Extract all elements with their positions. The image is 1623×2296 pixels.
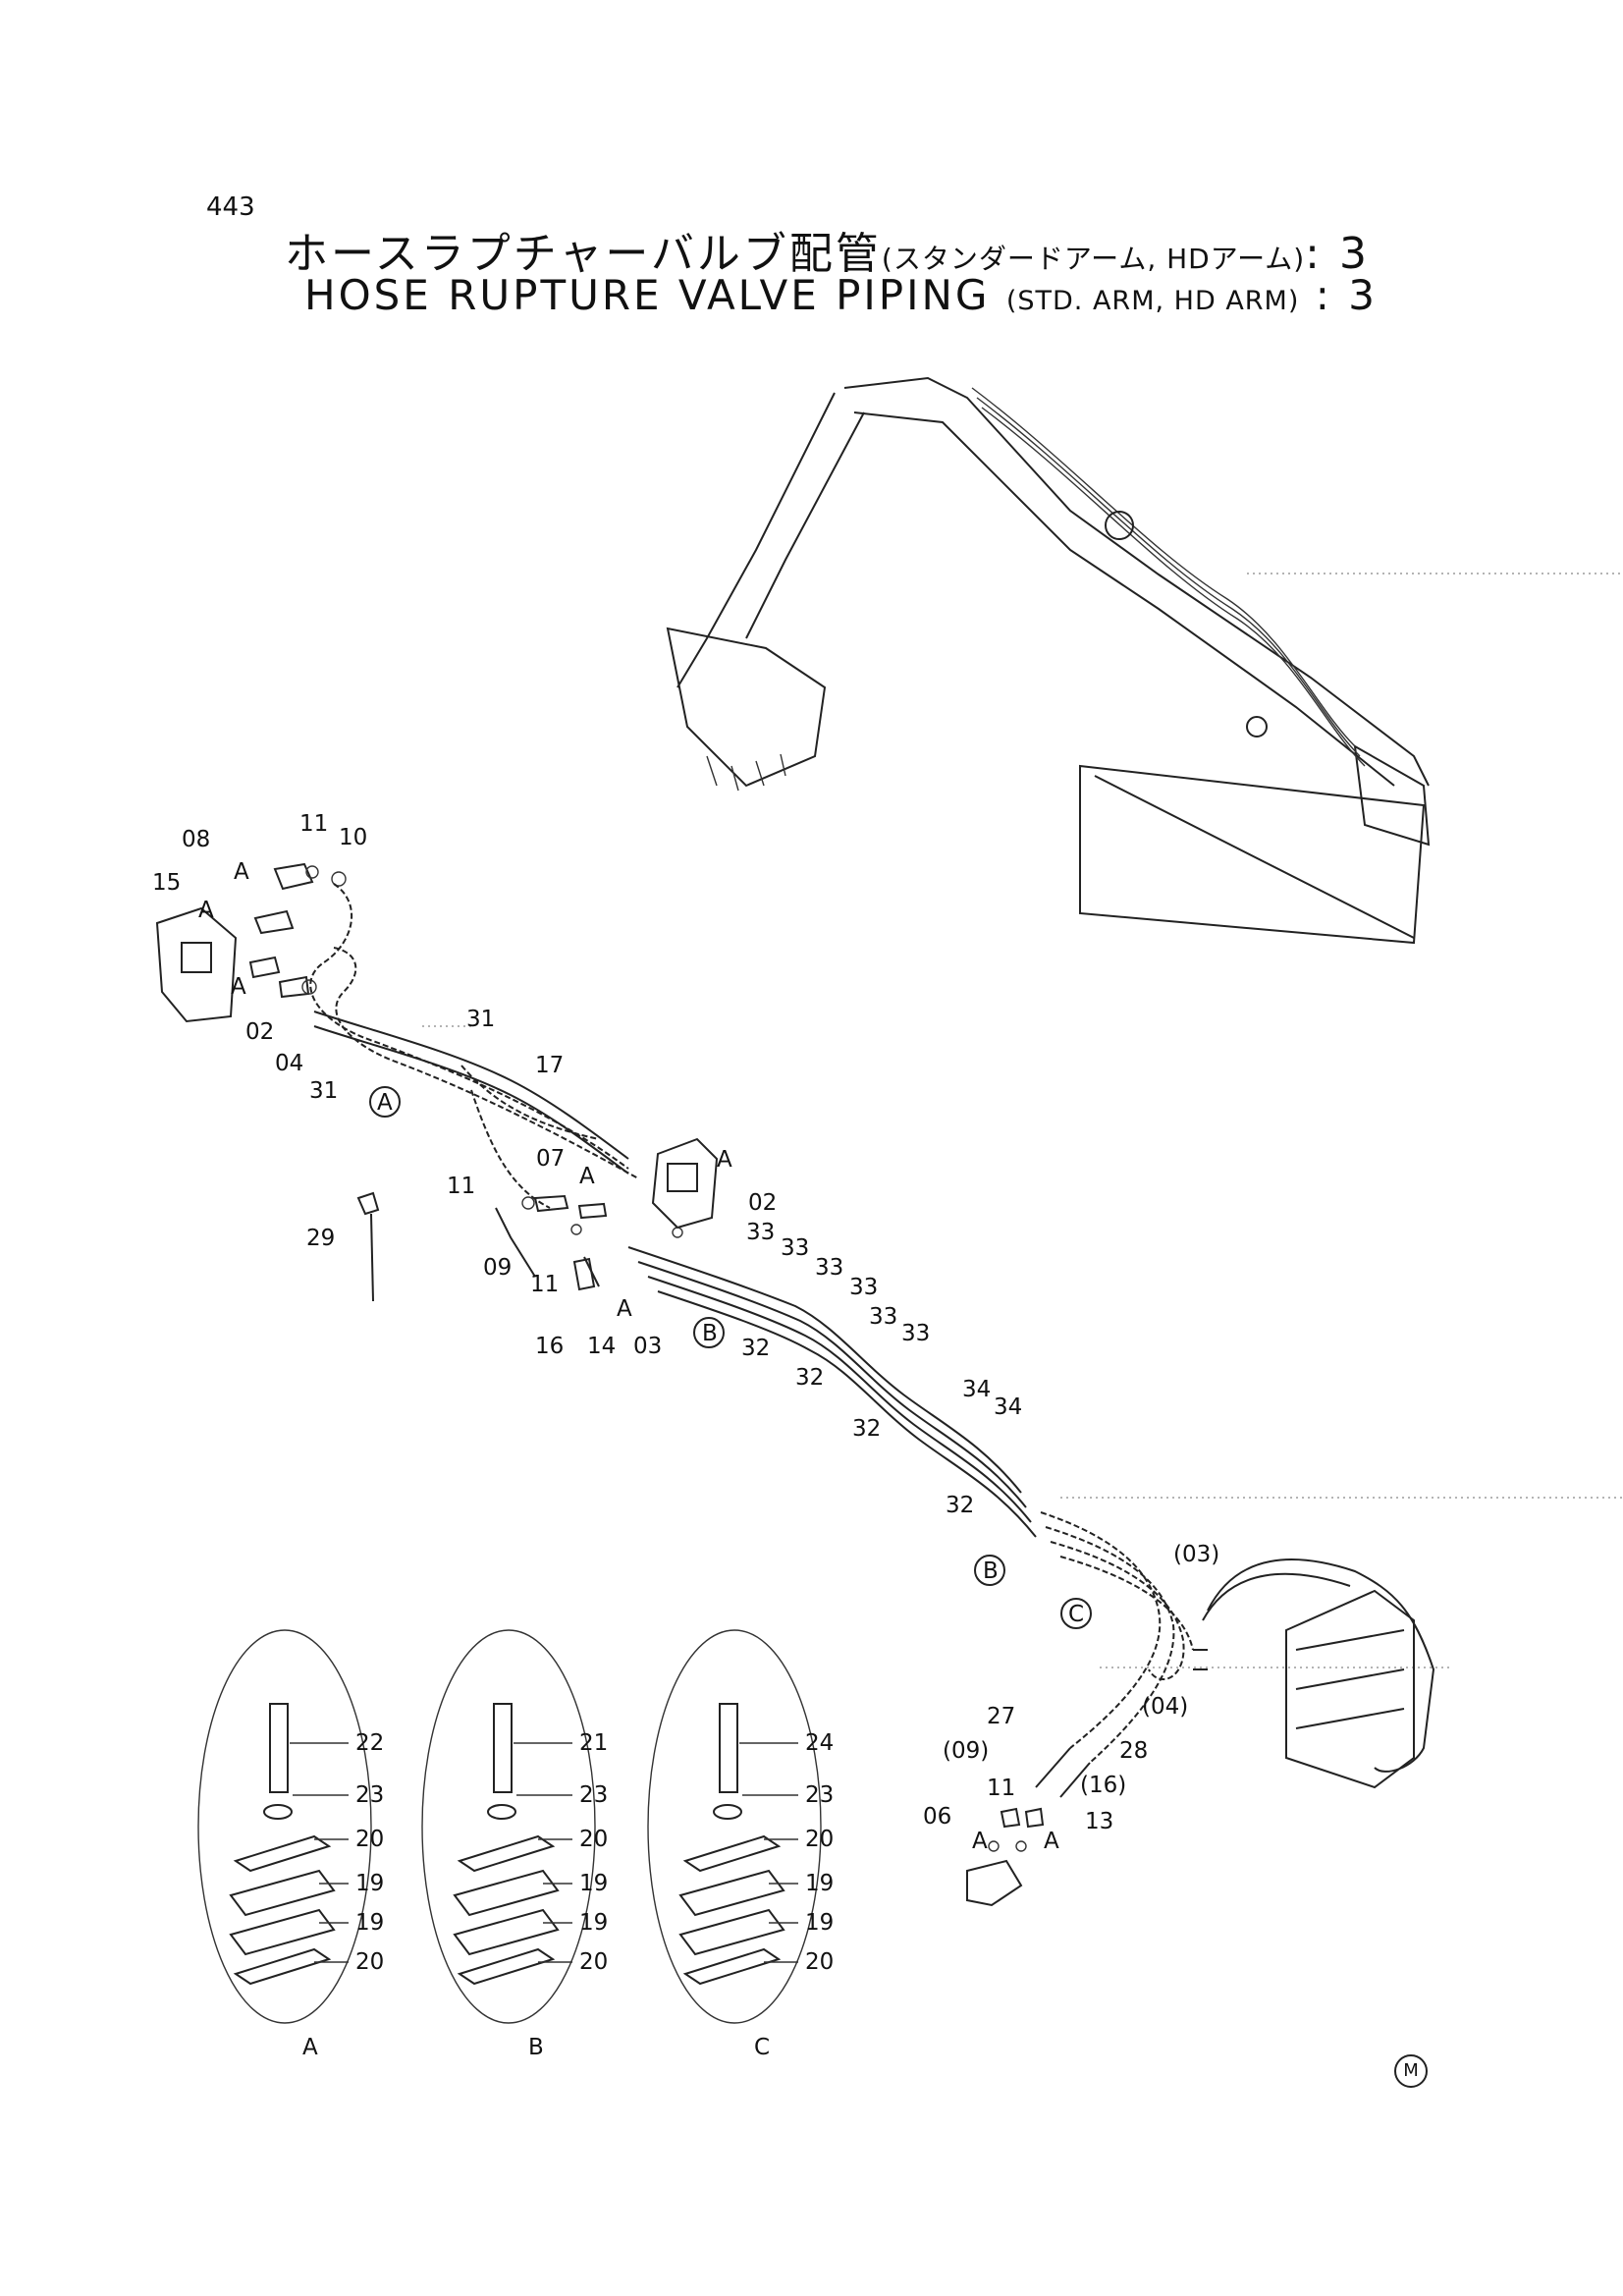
excavator-overview [666, 376, 1623, 945]
callout-A: A [579, 1164, 595, 1189]
callout-17: 17 [535, 1053, 564, 1078]
lower-fittings [966, 1807, 1045, 1907]
callout-09-paren: (09) [943, 1738, 989, 1764]
detail-A-part: 20 [355, 1827, 384, 1852]
detail-B-part: 21 [579, 1730, 608, 1756]
page-number: 443 [206, 192, 255, 222]
callout-15: 15 [152, 870, 181, 896]
callout-33: 33 [781, 1235, 809, 1261]
callout-A: A [198, 898, 214, 923]
detail-B-part: 23 [579, 1782, 608, 1808]
callout-28: 28 [1119, 1738, 1148, 1764]
callout-32: 32 [946, 1493, 974, 1518]
callout-13: 13 [1085, 1809, 1113, 1834]
detail-C-part: 24 [805, 1730, 834, 1756]
circle-ref-B [693, 1317, 725, 1348]
callout-03-paren: (03) [1173, 1542, 1219, 1567]
callout-08: 08 [182, 827, 210, 852]
callout-C-circle: C [1068, 1602, 1084, 1627]
hose-bundle [309, 883, 1623, 1798]
callout-14: 14 [587, 1334, 616, 1359]
callout-16: 16 [535, 1334, 564, 1359]
callout-29: 29 [306, 1226, 335, 1251]
callout-32: 32 [852, 1416, 881, 1442]
callout-11: 11 [987, 1776, 1015, 1801]
title-en-sub: (STD. ARM, HD ARM) [1005, 286, 1300, 316]
detail-A-part: 22 [355, 1730, 384, 1756]
callout-04-paren: (04) [1142, 1694, 1188, 1720]
callout-02: 02 [748, 1190, 777, 1216]
callout-31: 31 [309, 1078, 338, 1104]
circle-ref-A [369, 1086, 401, 1118]
control-valve [1193, 1558, 1435, 1789]
callout-B-circle: B [983, 1558, 999, 1584]
detail-A-part: 20 [355, 1949, 384, 1975]
callout-A: A [1044, 1829, 1059, 1854]
callout-A: A [231, 974, 246, 1000]
callout-04: 04 [275, 1051, 303, 1076]
callout-33: 33 [849, 1275, 878, 1300]
callout-09: 09 [483, 1255, 512, 1281]
detail-C-part: 19 [805, 1910, 834, 1936]
detail-A-part: 23 [355, 1782, 384, 1808]
registered-mark: M [1394, 2054, 1428, 2088]
title-english: HOSE RUPTURE VALVE PIPING (STD. ARM, HD … [304, 271, 1378, 319]
callout-02: 02 [245, 1019, 274, 1045]
title-jp-sub: (スタンダードアーム, HDアーム) [881, 243, 1306, 275]
detail-A-label: A [302, 2035, 318, 2060]
callout-34: 34 [962, 1377, 991, 1402]
title-en-main: HOSE RUPTURE VALVE PIPING [304, 271, 991, 319]
callout-03: 03 [633, 1334, 662, 1359]
callout-A: A [972, 1829, 988, 1854]
callout-32: 32 [741, 1336, 770, 1361]
circle-ref-B2 [974, 1555, 1005, 1586]
callout-32: 32 [795, 1365, 824, 1391]
detail-C-part: 19 [805, 1871, 834, 1896]
callout-10: 10 [339, 825, 367, 850]
detail-B-label: B [528, 2035, 544, 2060]
callout-A: A [234, 859, 249, 885]
detail-C-part: 23 [805, 1782, 834, 1808]
callout-07: 07 [536, 1146, 565, 1172]
detail-C-label: C [754, 2035, 770, 2060]
detail-C-part: 20 [805, 1827, 834, 1852]
callout-16-paren: (16) [1080, 1773, 1126, 1798]
callout-A-circle: A [377, 1090, 393, 1116]
title-japanese: ホースラプチャーバルブ配管(スタンダードアーム, HDアーム): 3 [285, 218, 1370, 281]
callout-B-circle: B [702, 1321, 718, 1346]
detail-B-part: 19 [579, 1871, 608, 1896]
circle-ref-C [1060, 1598, 1092, 1629]
detail-leaders [290, 1742, 798, 1963]
callout-31: 31 [466, 1007, 495, 1032]
title-jp-suffix: : 3 [1305, 229, 1370, 279]
callout-33: 33 [869, 1304, 897, 1330]
detail-C-oval [647, 1629, 822, 2024]
callout-A: A [617, 1296, 632, 1322]
callout-labels: 08 11 10 15 A A A 02 04 31 31 17 A 07 A … [152, 811, 1219, 2060]
center-valve-block [495, 1137, 719, 1291]
callout-33: 33 [815, 1255, 843, 1281]
callout-33: 33 [746, 1220, 775, 1245]
callout-33: 33 [901, 1321, 930, 1346]
cable-tie [356, 1191, 380, 1302]
detail-B-oval [421, 1629, 596, 2024]
callout-34: 34 [994, 1394, 1022, 1420]
detail-B-part: 20 [579, 1827, 608, 1852]
callout-06: 06 [923, 1804, 951, 1830]
detail-A-part: 19 [355, 1871, 384, 1896]
detail-A-oval [197, 1629, 372, 2024]
callout-11: 11 [447, 1174, 475, 1199]
callout-11: 11 [530, 1272, 559, 1297]
callout-27: 27 [987, 1704, 1015, 1729]
left-valve-block [155, 862, 347, 1023]
detail-C-part: 20 [805, 1949, 834, 1975]
detail-B-part: 20 [579, 1949, 608, 1975]
title-jp-main: ホースラプチャーバルブ配管 [285, 229, 882, 279]
callout-A: A [717, 1147, 732, 1173]
detail-B-part: 19 [579, 1910, 608, 1936]
title-en-suffix: : 3 [1315, 271, 1378, 319]
callout-11: 11 [299, 811, 328, 837]
detail-A-part: 19 [355, 1910, 384, 1936]
